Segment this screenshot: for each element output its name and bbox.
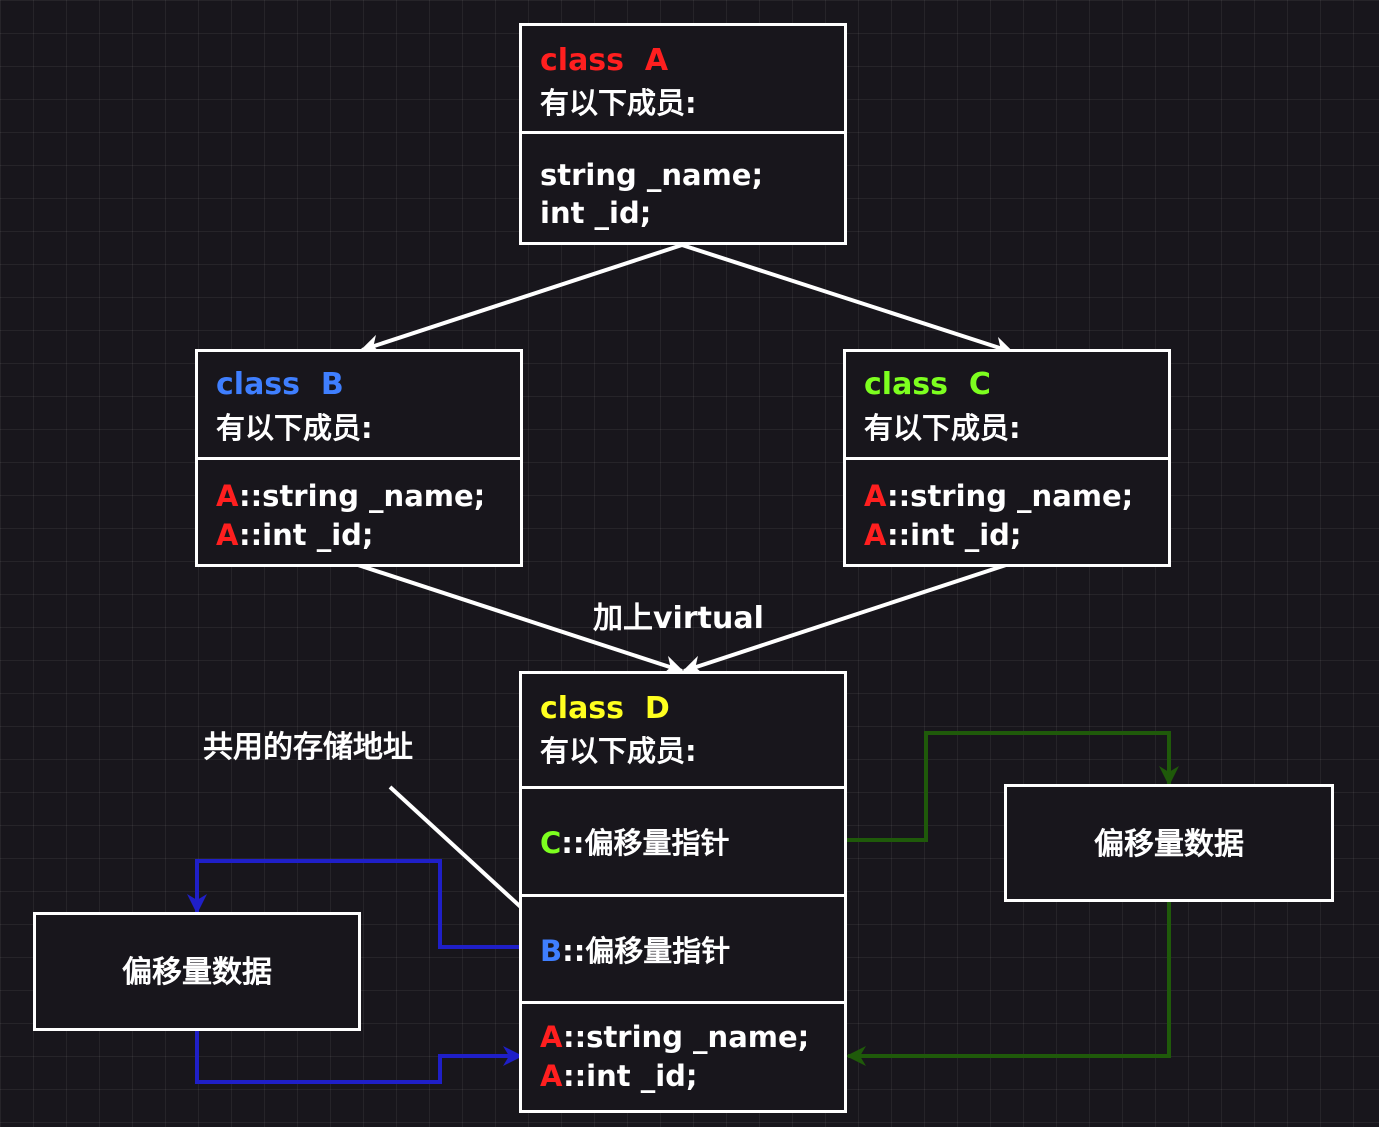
offset-data-left-label: 偏移量数据 (122, 955, 272, 990)
class-a-member-id: int _id; (540, 196, 652, 230)
wire-c-pointer-to-offset-right (847, 731, 1179, 842)
arrow-c-to-d (682, 563, 1007, 675)
class-b-keyword: class (216, 367, 301, 402)
shared-address-label: 共用的存储地址 (203, 730, 413, 765)
class-b-box: class B 有以下成员: A::string _name; A::int _… (195, 349, 523, 567)
class-d-subtitle: 有以下成员: (540, 734, 697, 768)
offset-data-box-left: 偏移量数据 (33, 912, 361, 1031)
class-c-member-name: ::string _name; (886, 479, 1134, 513)
class-d-c-scope: C (540, 826, 562, 860)
offset-data-right-label: 偏移量数据 (1094, 827, 1244, 862)
wire-offset-right-to-a-members (846, 901, 1171, 1066)
class-c-box: class C 有以下成员: A::string _name; A::int _… (843, 349, 1171, 567)
class-b-scope-1: A (216, 479, 239, 513)
class-a-member-name: string _name; (540, 158, 764, 192)
class-d-divider-1 (522, 786, 844, 789)
class-b-member-name: ::string _name; (238, 479, 486, 513)
class-d-b-scope: B (540, 934, 563, 968)
class-b-subtitle: 有以下成员: (216, 411, 373, 445)
class-c-name: C (968, 367, 991, 402)
class-c-scope-1: A (864, 479, 887, 513)
class-d-b-pointer: ::偏移量指针 (562, 934, 731, 968)
class-c-divider (846, 457, 1168, 460)
class-d-keyword: class (540, 691, 625, 726)
class-d-a-scope-2: A (540, 1059, 563, 1093)
class-a-name: A (644, 43, 669, 78)
class-a-divider (522, 131, 844, 134)
wire-b-pointer-to-offset-left (187, 859, 520, 949)
class-d-a-scope-1: A (540, 1020, 563, 1054)
class-a-subtitle: 有以下成员: (540, 86, 697, 120)
class-c-member-id: ::int _id; (886, 518, 1022, 552)
class-d-divider-3 (522, 1001, 844, 1004)
arrow-a-to-c (681, 243, 1014, 356)
class-d-member-id: ::int _id; (562, 1059, 698, 1093)
virtual-label: 加上virtual (593, 601, 764, 636)
class-b-divider (198, 457, 520, 460)
class-d-divider-2 (522, 894, 844, 897)
class-d-member-name: ::string _name; (562, 1020, 810, 1054)
class-a-box: class A 有以下成员: string _name; int _id; (519, 23, 847, 245)
class-b-member-id: ::int _id; (238, 518, 374, 552)
class-b-name: B (320, 367, 344, 402)
class-a-keyword: class (540, 43, 625, 78)
class-d-box: class D 有以下成员: C::偏移量指针 B::偏移量指针 A::stri… (519, 671, 847, 1113)
wire-offset-left-to-a-members (195, 1030, 523, 1084)
class-c-scope-2: A (864, 518, 887, 552)
offset-data-box-right: 偏移量数据 (1004, 784, 1334, 902)
class-c-subtitle: 有以下成员: (864, 411, 1021, 445)
class-d-name: D (644, 691, 670, 726)
arrow-b-to-d (357, 563, 684, 675)
class-b-scope-2: A (216, 518, 239, 552)
arrow-a-to-b (360, 243, 683, 354)
class-c-keyword: class (864, 367, 949, 402)
class-d-c-pointer: ::偏移量指针 (561, 826, 730, 860)
